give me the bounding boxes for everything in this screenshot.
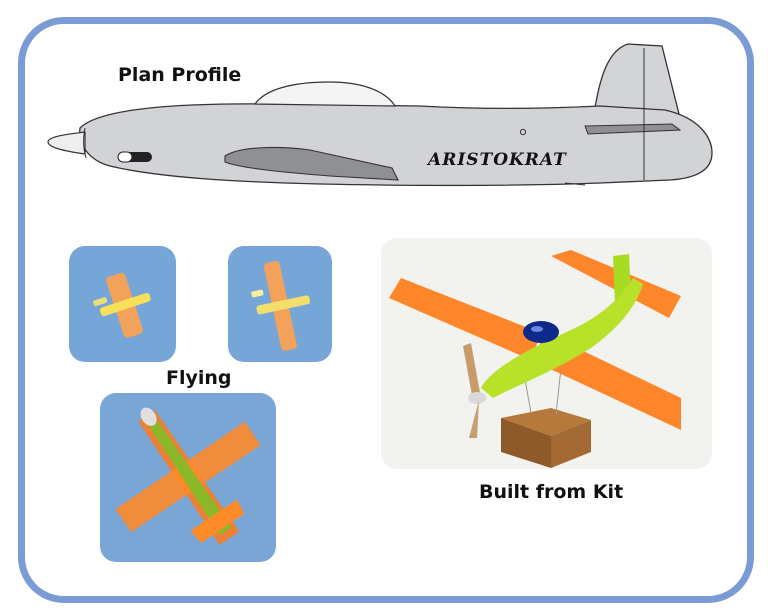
plan-profile-title: Plan Profile: [118, 64, 242, 86]
built-from-kit-label: Built from Kit: [479, 481, 624, 503]
aircraft-name-label: ARISTOKRAT: [428, 150, 567, 170]
flying-photo-3: [100, 393, 276, 562]
flying-photo-1: [69, 246, 176, 362]
flying-label: Flying: [166, 367, 232, 389]
flying-photo-2: [228, 246, 332, 362]
kit-photo: [381, 238, 712, 469]
plan-profile-drawing: [47, 43, 713, 187]
